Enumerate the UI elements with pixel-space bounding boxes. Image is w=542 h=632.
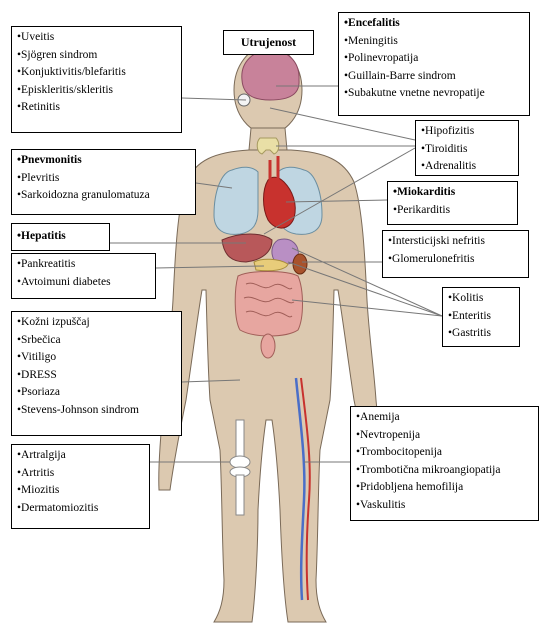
condition-item: Episkleritis/skleritis xyxy=(17,82,176,100)
liver-conditions-box: Hepatitis xyxy=(11,223,110,251)
condition-item: Glomerulonefritis xyxy=(388,251,523,269)
condition-item: Srbečica xyxy=(17,332,176,350)
condition-item: Perikarditis xyxy=(393,202,512,220)
kidney-conditions-box: Intersticijski nefritis Glomerulonefriti… xyxy=(382,230,529,278)
condition-item: Enteritis xyxy=(448,308,514,326)
hematologic-conditions-box: Anemija Nevtropenija Trombocitopenija Tr… xyxy=(350,406,539,521)
condition-item: Gastritis xyxy=(448,325,514,343)
condition-item: Hipofizitis xyxy=(421,123,513,141)
fatigue-title: Utrujenost xyxy=(223,30,314,55)
condition-item: Retinitis xyxy=(17,99,176,117)
condition-item: Vitiligo xyxy=(17,349,176,367)
condition-item: Plevritis xyxy=(17,170,190,188)
musculoskeletal-conditions-box: Artralgija Artritis Miozitis Dermatomioz… xyxy=(11,444,150,529)
condition-item: Vaskulitis xyxy=(356,497,533,515)
condition-item: Kožni izpuščaj xyxy=(17,314,176,332)
condition-item: Dermatomiozitis xyxy=(17,500,144,518)
eye-conditions-box: Uveitis Sjögren sindrom Konjuktivitis/bl… xyxy=(11,26,182,133)
intestines-shape xyxy=(235,272,302,337)
condition-item: Avtoimuni diabetes xyxy=(17,274,150,292)
condition-item: Psoriaza xyxy=(17,384,176,402)
condition-item: Konjuktivitis/blefaritis xyxy=(17,64,176,82)
condition-item: Encefalitis xyxy=(344,15,524,33)
condition-item: Anemija xyxy=(356,409,533,427)
condition-item: Subakutne vnetne nevropatije xyxy=(344,85,524,103)
condition-item: Adrenalitis xyxy=(421,158,513,176)
endocrine-conditions-box: Hipofizitis Tiroiditis Adrenalitis xyxy=(415,120,519,176)
condition-item: Miokarditis xyxy=(393,184,512,202)
condition-item: Sjögren sindrom xyxy=(17,47,176,65)
skin-conditions-box: Kožni izpuščaj Srbečica Vitiligo DRESS P… xyxy=(11,311,182,436)
condition-item: Polinevropatija xyxy=(344,50,524,68)
condition-item: Trombocitopenija xyxy=(356,444,533,462)
condition-item: Pnevmonitis xyxy=(17,152,190,170)
condition-item: DRESS xyxy=(17,367,176,385)
condition-item: Hepatitis xyxy=(17,226,104,247)
condition-item: Intersticijski nefritis xyxy=(388,233,523,251)
condition-item: Tiroiditis xyxy=(421,141,513,159)
condition-item: Pankreatitis xyxy=(17,256,150,274)
condition-item: Nevtropenija xyxy=(356,427,533,445)
bladder-shape xyxy=(261,334,275,358)
lung-conditions-box: Pnevmonitis Plevritis Sarkoidozna granul… xyxy=(11,149,196,215)
heart-conditions-box: Miokarditis Perikarditis xyxy=(387,181,518,225)
condition-item: Uveitis xyxy=(17,29,176,47)
gi-conditions-box: Kolitis Enteritis Gastritis xyxy=(442,287,520,347)
condition-item: Artritis xyxy=(17,465,144,483)
pancreas-conditions-box: Pankreatitis Avtoimuni diabetes xyxy=(11,253,156,299)
condition-item: Meningitis xyxy=(344,33,524,51)
neurologic-conditions-box: Encefalitis Meningitis Polinevropatija G… xyxy=(338,12,530,116)
condition-item: Stevens-Johnson sindrom xyxy=(17,402,176,420)
condition-item: Kolitis xyxy=(448,290,514,308)
condition-item: Pridobljena hemofilija xyxy=(356,479,533,497)
condition-item: Artralgija xyxy=(17,447,144,465)
condition-item: Trombotična mikroangiopatija xyxy=(356,462,533,480)
condition-item: Miozitis xyxy=(17,482,144,500)
condition-item: Sarkoidozna granulomatuza xyxy=(17,187,190,205)
brain-shape xyxy=(242,50,299,100)
condition-item: Guillain-Barre sindrom xyxy=(344,68,524,86)
